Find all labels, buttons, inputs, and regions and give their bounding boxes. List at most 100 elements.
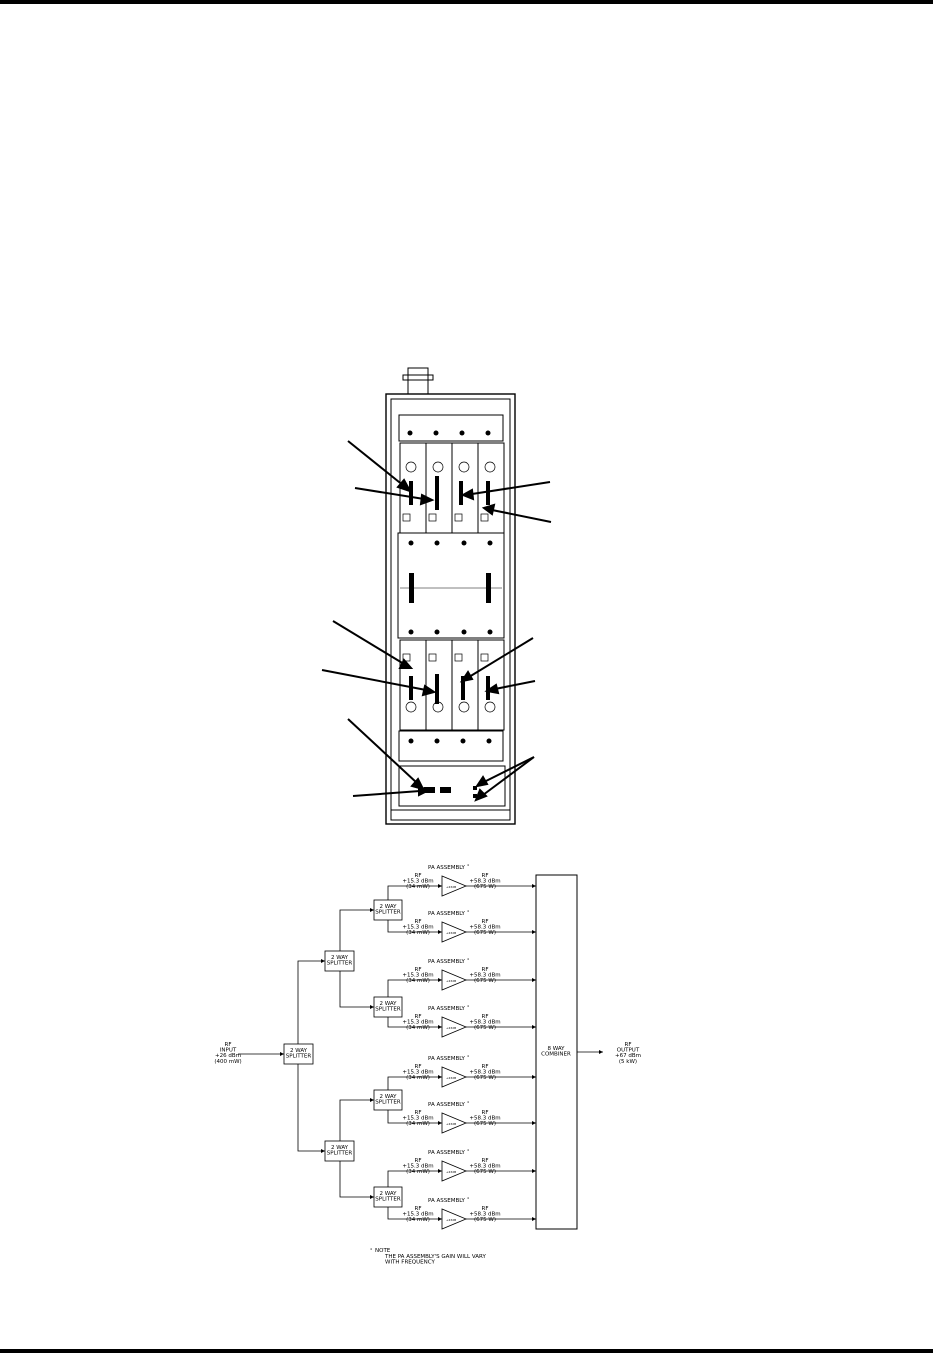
connector-line xyxy=(339,909,374,951)
rf-input-label: (400 mW) xyxy=(214,1059,241,1065)
middle-panel xyxy=(397,532,505,639)
stage3-splitter-label: SPLITTER xyxy=(375,910,401,916)
stage3-splitter-label: SPLITTER xyxy=(375,1100,401,1106)
pa-output-arrow xyxy=(532,1025,536,1029)
note-marker: 4 xyxy=(467,1148,469,1152)
pa-output-level: RF xyxy=(482,873,489,879)
pa-assembly-label: PA ASSEMBLY xyxy=(428,911,466,917)
pa-output-level: (675 W) xyxy=(474,930,496,936)
pa-input-line xyxy=(387,1076,442,1090)
pa-input-level: (34 mW) xyxy=(406,978,430,984)
arrowhead xyxy=(321,1149,325,1153)
pa-input-level: (34 mW) xyxy=(406,1075,430,1081)
pa-assembly-label: PA ASSEMBLY xyxy=(428,959,466,965)
arrowhead xyxy=(370,1098,374,1102)
cabinet-frame xyxy=(385,393,516,825)
stage2-splitter-label: 2 WAY xyxy=(331,1145,349,1151)
pa-input-arrow xyxy=(438,978,442,982)
pa-input-arrow xyxy=(438,884,442,888)
main-splitter-label: SPLITTER xyxy=(286,1054,312,1060)
pa-input-level: +15.3 dBm xyxy=(402,1115,433,1121)
pa-output-level: RF xyxy=(482,967,489,973)
pa-amplifier-symbol xyxy=(441,1112,468,1134)
rf-input-arrow xyxy=(280,1052,284,1056)
pa-output-arrow xyxy=(532,1217,536,1221)
arrowhead xyxy=(321,959,325,963)
rf-input-label: RF xyxy=(225,1042,232,1048)
pa-output-level: +58.3 dBm xyxy=(469,1163,500,1169)
rf-output-label: OUTPUT xyxy=(617,1048,640,1054)
pa-output-arrow xyxy=(532,1075,536,1079)
pa-output-level: (675 W) xyxy=(474,1217,496,1223)
pa-output-arrow xyxy=(532,978,536,982)
rf-input-label: +26 dBm xyxy=(215,1053,241,1059)
stage3-splitter-label: 2 WAY xyxy=(379,1094,397,1100)
connector-line xyxy=(339,1099,374,1141)
pa-input-line xyxy=(387,1017,442,1028)
stage2-splitter-label: 2 WAY xyxy=(331,955,349,961)
pa-output-level: +58.3 dBm xyxy=(469,878,500,884)
note-marker: 4 xyxy=(467,1100,469,1104)
pa-output-level: RF xyxy=(482,1064,489,1070)
pa-input-arrow xyxy=(438,1025,442,1029)
rf-output-label: +67 dBm xyxy=(615,1053,641,1059)
pa-amplifier-symbol xyxy=(441,969,468,991)
stage3-splitter-label: 2 WAY xyxy=(379,1191,397,1197)
pa-input-line xyxy=(387,1170,442,1187)
combiner-label: COMBINER xyxy=(541,1052,571,1058)
pa-gain-label: +43dB xyxy=(446,1122,456,1126)
pa-input-level: (34 mW) xyxy=(406,1169,430,1175)
rf-input-label: INPUT xyxy=(220,1048,237,1054)
stage3-splitter-label: SPLITTER xyxy=(375,1007,401,1013)
note-marker: 4 xyxy=(467,1054,469,1058)
module-circles xyxy=(402,461,496,713)
pa-input-level: RF xyxy=(415,967,422,973)
pa-input-line xyxy=(387,885,442,900)
stage2-splitter-label: SPLITTER xyxy=(327,961,353,967)
pa-input-line xyxy=(387,920,442,933)
pa-output-level: (675 W) xyxy=(474,1075,496,1081)
pa-input-level: (34 mW) xyxy=(406,1217,430,1223)
pa-output-level: (675 W) xyxy=(474,884,496,890)
pa-input-level: RF xyxy=(415,1206,422,1212)
pa-input-level: RF xyxy=(415,919,422,925)
note-text: THE PA ASSEMBLY'S GAIN WILL VARY xyxy=(384,1254,486,1260)
pa-amplifier-symbol xyxy=(441,921,468,943)
pa-input-level: (34 mW) xyxy=(406,1121,430,1127)
arrowhead xyxy=(370,908,374,912)
pa-amplifier-symbol xyxy=(441,1208,468,1230)
main-splitter-label: 2 WAY xyxy=(290,1048,308,1054)
rf-output-label: (5 kW) xyxy=(619,1059,637,1065)
pa-output-level: RF xyxy=(482,1206,489,1212)
pa-amplifier-symbol xyxy=(441,1016,468,1038)
pa-output-level: +58.3 dBm xyxy=(469,1069,500,1075)
arrowhead xyxy=(370,1195,374,1199)
combiner-label: 8 WAY xyxy=(547,1046,565,1052)
top-rule xyxy=(0,0,933,4)
pa-input-level: +15.3 dBm xyxy=(402,878,433,884)
note-marker: 4 xyxy=(467,909,469,913)
top-panel xyxy=(398,414,504,442)
pa-output-level: +58.3 dBm xyxy=(469,972,500,978)
pa-input-arrow xyxy=(438,1169,442,1173)
pa-output-level: +58.3 dBm xyxy=(469,1115,500,1121)
pa-input-level: +15.3 dBm xyxy=(402,1163,433,1169)
rf-output-arrow xyxy=(599,1050,603,1054)
pa-input-line xyxy=(387,1110,442,1124)
pa-input-level: (34 mW) xyxy=(406,930,430,936)
note-title: NOTE xyxy=(375,1248,391,1254)
pa-input-level: RF xyxy=(415,1110,422,1116)
pa-assembly-label: PA ASSEMBLY xyxy=(428,1150,466,1156)
rf-output-connector xyxy=(407,367,429,395)
pa-gain-label: +43dB xyxy=(446,885,456,889)
pa-amplifier-symbol xyxy=(441,1066,468,1088)
note-marker: 4 xyxy=(467,1196,469,1200)
cabinet-details xyxy=(407,430,493,798)
pa-gain-label: +43dB xyxy=(446,1218,456,1222)
pa-input-level: +15.3 dBm xyxy=(402,1069,433,1075)
pa-output-arrow xyxy=(532,1169,536,1173)
note-marker: 4 xyxy=(370,1247,372,1251)
pa-assembly-label: PA ASSEMBLY xyxy=(428,865,466,871)
stage2-splitter-label: SPLITTER xyxy=(327,1151,353,1157)
